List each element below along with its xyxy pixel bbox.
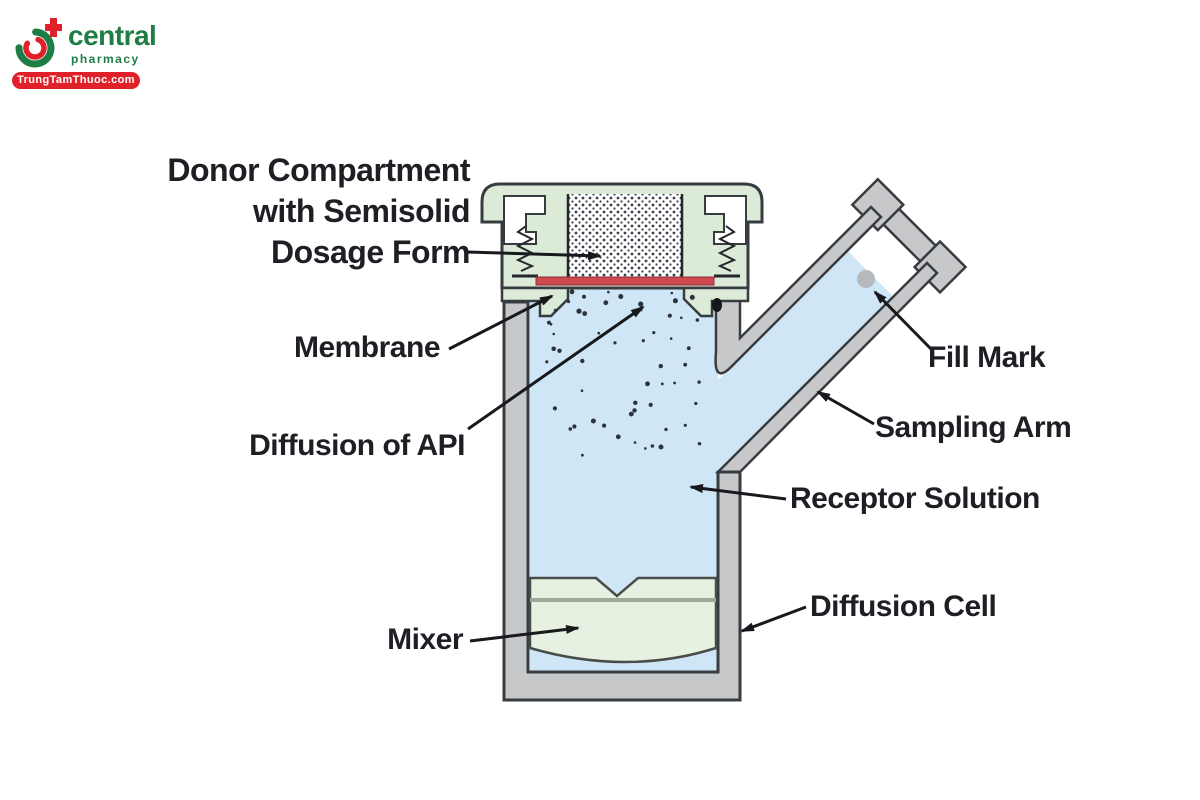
central-pharmacy-logo-icon xyxy=(15,18,62,68)
fill-mark-dot xyxy=(857,270,875,288)
cap-left-taper xyxy=(500,286,570,318)
cap-left-thread-profile xyxy=(503,195,546,245)
arrow-diffusion-api xyxy=(467,305,645,431)
arrow-mixer xyxy=(469,624,580,643)
membrane-label: Membrane xyxy=(293,331,441,364)
arrow-sampling-arm xyxy=(816,390,875,426)
plus-icon xyxy=(45,18,62,37)
api-diffusion-dots xyxy=(545,289,702,457)
arrow-membrane xyxy=(448,294,554,351)
donor-compartment-label: Donor Compartment with Semisolid Dosage … xyxy=(167,150,470,273)
donor-label-line3: Dosage Form xyxy=(271,234,470,270)
arrow-diffusion-cell xyxy=(740,605,807,633)
arrow-fill-mark xyxy=(873,290,934,352)
diffusion-cell-body xyxy=(502,300,742,702)
brand-site-badge: TrungTamThuoc.com xyxy=(12,72,140,89)
cap-right-spring xyxy=(717,225,737,272)
arrow-dosage-form xyxy=(466,250,602,261)
mixer-block xyxy=(528,576,718,664)
semisolid-dosage-form xyxy=(568,194,682,282)
sampling-arm-solution xyxy=(672,250,894,472)
cap-right-seal xyxy=(712,298,722,312)
cap-right-thread-profile xyxy=(704,195,747,245)
central-pharmacy-logo: central pharmacy TrungTamThuoc.com xyxy=(10,12,160,92)
fill-mark-label: Fill Mark xyxy=(928,341,1046,374)
arrow-receptor-solution xyxy=(689,484,787,501)
donor-label-line2: with Semisolid xyxy=(252,193,471,229)
cap-right-taper xyxy=(682,286,750,318)
diffusion-cell-label: Diffusion Cell xyxy=(810,590,997,623)
receptor-solution-label: Receptor Solution xyxy=(790,482,1040,515)
mixer-label: Mixer xyxy=(387,623,463,656)
cap-left-spring xyxy=(515,225,535,272)
sampling-arm-label: Sampling Arm xyxy=(875,411,1072,444)
donor-label-line1: Donor Compartment xyxy=(167,152,470,188)
brand-tagline: pharmacy xyxy=(71,52,140,66)
brand-name: central xyxy=(68,20,157,51)
membrane-line xyxy=(535,276,715,286)
diffusion-of-api-label: Diffusion of API xyxy=(249,429,465,462)
sampling-arm-upper-wall xyxy=(714,205,883,375)
